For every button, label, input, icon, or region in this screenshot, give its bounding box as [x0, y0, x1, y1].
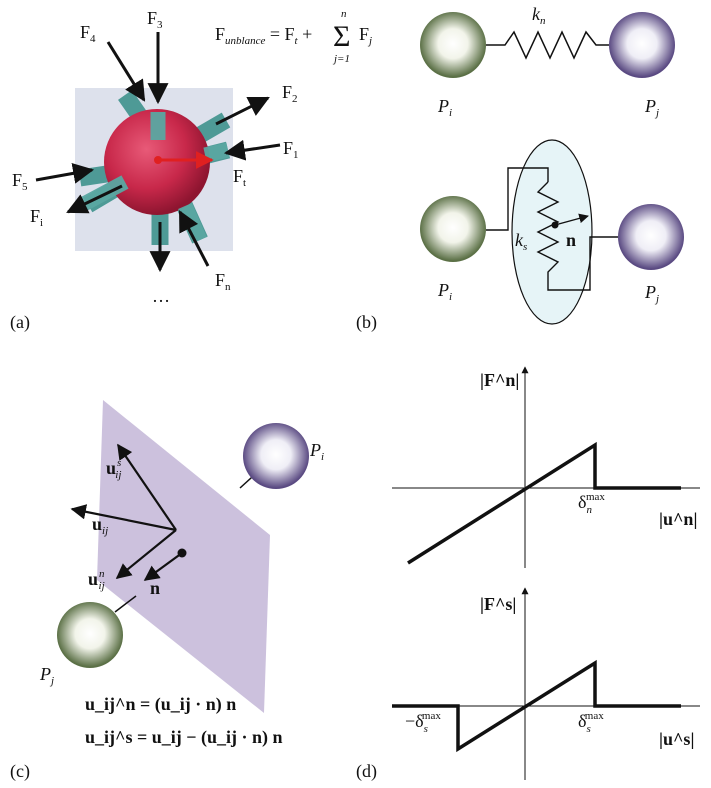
- particle-j-top: [609, 12, 675, 78]
- normal-force-chart: |F^n| |u^n| δnmax: [392, 366, 700, 568]
- force-label-4: F4: [80, 22, 96, 45]
- particle-pi: [243, 423, 309, 489]
- normal-x-label: |u^n|: [659, 509, 697, 529]
- svg-text:Fj: Fj: [359, 24, 372, 47]
- normal-spring: [486, 30, 609, 60]
- shear-force-curve: [392, 659, 681, 753]
- normal-vector-label: n: [566, 230, 576, 250]
- force-label-5: F5: [12, 170, 28, 193]
- normal-delta-label: δnmax: [578, 491, 605, 516]
- panel-d: |F^n| |u^n| δnmax |F^s| |u^s| δsmax −δsm…: [392, 366, 700, 780]
- link-to-pj: [114, 595, 137, 613]
- normal-vector-arrow: [554, 213, 589, 226]
- panel-a: F3 F4 F2 F1 Ft F5 Fi Fn … Funblance = Ft…: [12, 8, 372, 306]
- displacement-vectors: [70, 443, 183, 581]
- particle-i-top: [420, 12, 486, 78]
- unbalanced-force-equation: Funblance = Ft + Σ n j=1 Fj: [215, 8, 372, 65]
- force-label-n: Fn: [215, 270, 231, 293]
- panel-label-a: (a): [10, 312, 30, 333]
- force-label-3: F3: [147, 8, 163, 31]
- force-label-2: F2: [282, 82, 298, 105]
- svg-text:Funblance = Ft +: Funblance = Ft +: [215, 24, 312, 47]
- force-label-t: Ft: [233, 166, 246, 189]
- particle-j-bottom-label: Pj: [644, 282, 659, 305]
- force-label-1: F1: [283, 138, 299, 161]
- contact-point: [551, 221, 559, 229]
- force-label-i: Fi: [30, 206, 43, 229]
- particle-pj: [57, 602, 123, 668]
- shear-spring: [536, 181, 618, 291]
- shear-delta-label: δsmax: [578, 710, 604, 735]
- shear-force-chart: |F^s| |u^s| δsmax −δsmax: [392, 587, 700, 780]
- pi-label: Pi: [309, 440, 324, 463]
- particle-i-bottom-label: Pi: [437, 280, 452, 303]
- equation-shear-displacement: u_ij^s = u_ij − (u_ij · n) n: [85, 727, 283, 748]
- vector-label-u: uij: [92, 514, 108, 537]
- plane-normal-origin: [177, 548, 187, 558]
- panel-label-d: (d): [356, 761, 377, 782]
- shear-x-label: |u^s|: [659, 729, 694, 749]
- vector-label-n: n: [150, 578, 160, 598]
- svg-text:Σ: Σ: [333, 20, 350, 53]
- panel-b: kn Pi Pj ks n Pi Pj: [420, 4, 684, 325]
- panel-label-c: (c): [10, 761, 30, 782]
- particle-j-top-label: Pj: [644, 96, 659, 119]
- particle-j-bottom: [618, 204, 684, 270]
- shear-y-label: |F^s|: [480, 594, 516, 614]
- ellipsis-label: …: [152, 286, 170, 306]
- shear-spring-connector: [486, 167, 549, 231]
- normal-spring-label: kn: [532, 4, 546, 27]
- equation-normal-displacement: u_ij^n = (u_ij · n) n: [85, 694, 236, 715]
- normal-force-curve: [407, 441, 681, 565]
- svg-text:j=1: j=1: [332, 53, 350, 65]
- force-arrows: [35, 32, 281, 273]
- particle-i-bottom: [420, 196, 486, 262]
- panel-label-b: (b): [356, 312, 377, 333]
- normal-y-label: |F^n|: [480, 370, 519, 390]
- svg-text:n: n: [341, 8, 347, 20]
- shear-spring-label: ks: [515, 230, 527, 253]
- shear-contact-region: [511, 139, 593, 325]
- particle-i-top-label: Pi: [437, 96, 452, 119]
- pj-label: Pj: [39, 664, 54, 687]
- sphere-center: [154, 156, 162, 164]
- shear-neg-delta-label: −δsmax: [405, 710, 441, 735]
